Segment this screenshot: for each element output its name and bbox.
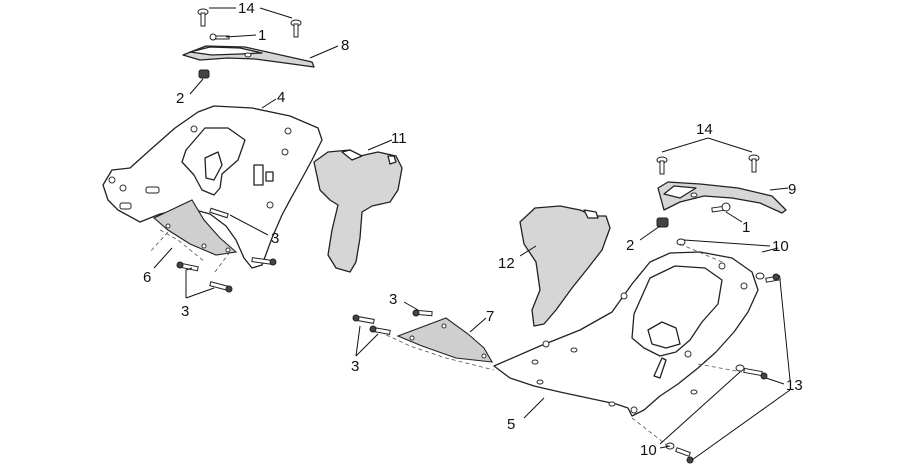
callout-labels: 14 1 8 2 4 11 3 6 3 14 9 1 2 10 12 3 7 3… (143, 0, 803, 459)
screw-14-right-pair (656, 154, 760, 175)
part-11-gasket (313, 149, 403, 273)
callout-11: 11 (391, 130, 407, 147)
callout-3-left-upper: 3 (271, 230, 279, 247)
part-12-side-pad (519, 205, 611, 327)
callout-3-right-lower: 3 (351, 358, 359, 375)
part-9-bracket (657, 181, 787, 214)
screw-14-left (197, 8, 209, 27)
clip-1-lower (711, 202, 731, 213)
callout-12: 12 (498, 255, 515, 272)
callout-14-right: 14 (696, 121, 713, 138)
screw-14-right (290, 19, 302, 38)
callout-14-upper-left: 14 (238, 0, 255, 17)
screws-3-right (352, 309, 433, 335)
callout-3-left-lower: 3 (181, 303, 189, 320)
screws-13 (675, 273, 781, 464)
callout-10-upper: 10 (772, 238, 789, 255)
part-7-lower-panel (396, 317, 494, 363)
callout-5: 5 (507, 416, 515, 433)
callout-1-lower: 1 (742, 219, 750, 236)
part-4-left-fairing (102, 105, 323, 269)
grommet-2-lower (656, 217, 669, 228)
callout-2-lower: 2 (626, 237, 634, 254)
callout-13: 13 (786, 377, 803, 394)
screws-3-left (176, 207, 277, 293)
grommet-2-upper (198, 69, 210, 79)
leader-lines (153, 7, 791, 461)
callout-3-right-upper: 3 (389, 291, 397, 308)
callout-9: 9 (788, 181, 796, 198)
washers-10-lower (665, 364, 745, 450)
callout-8: 8 (341, 37, 349, 54)
callout-4: 4 (277, 89, 285, 106)
callout-2-upper: 2 (176, 90, 184, 107)
callout-7: 7 (486, 308, 494, 325)
part-6-left-lower-panel (152, 199, 238, 256)
callout-6: 6 (143, 269, 151, 286)
clip-1-upper (209, 33, 230, 41)
part-5-right-fairing (493, 251, 759, 417)
callout-10-lower: 10 (640, 442, 657, 459)
callout-1-upper: 1 (258, 27, 266, 44)
part-8-bracket (182, 45, 315, 68)
washers-10-upper (676, 238, 765, 280)
